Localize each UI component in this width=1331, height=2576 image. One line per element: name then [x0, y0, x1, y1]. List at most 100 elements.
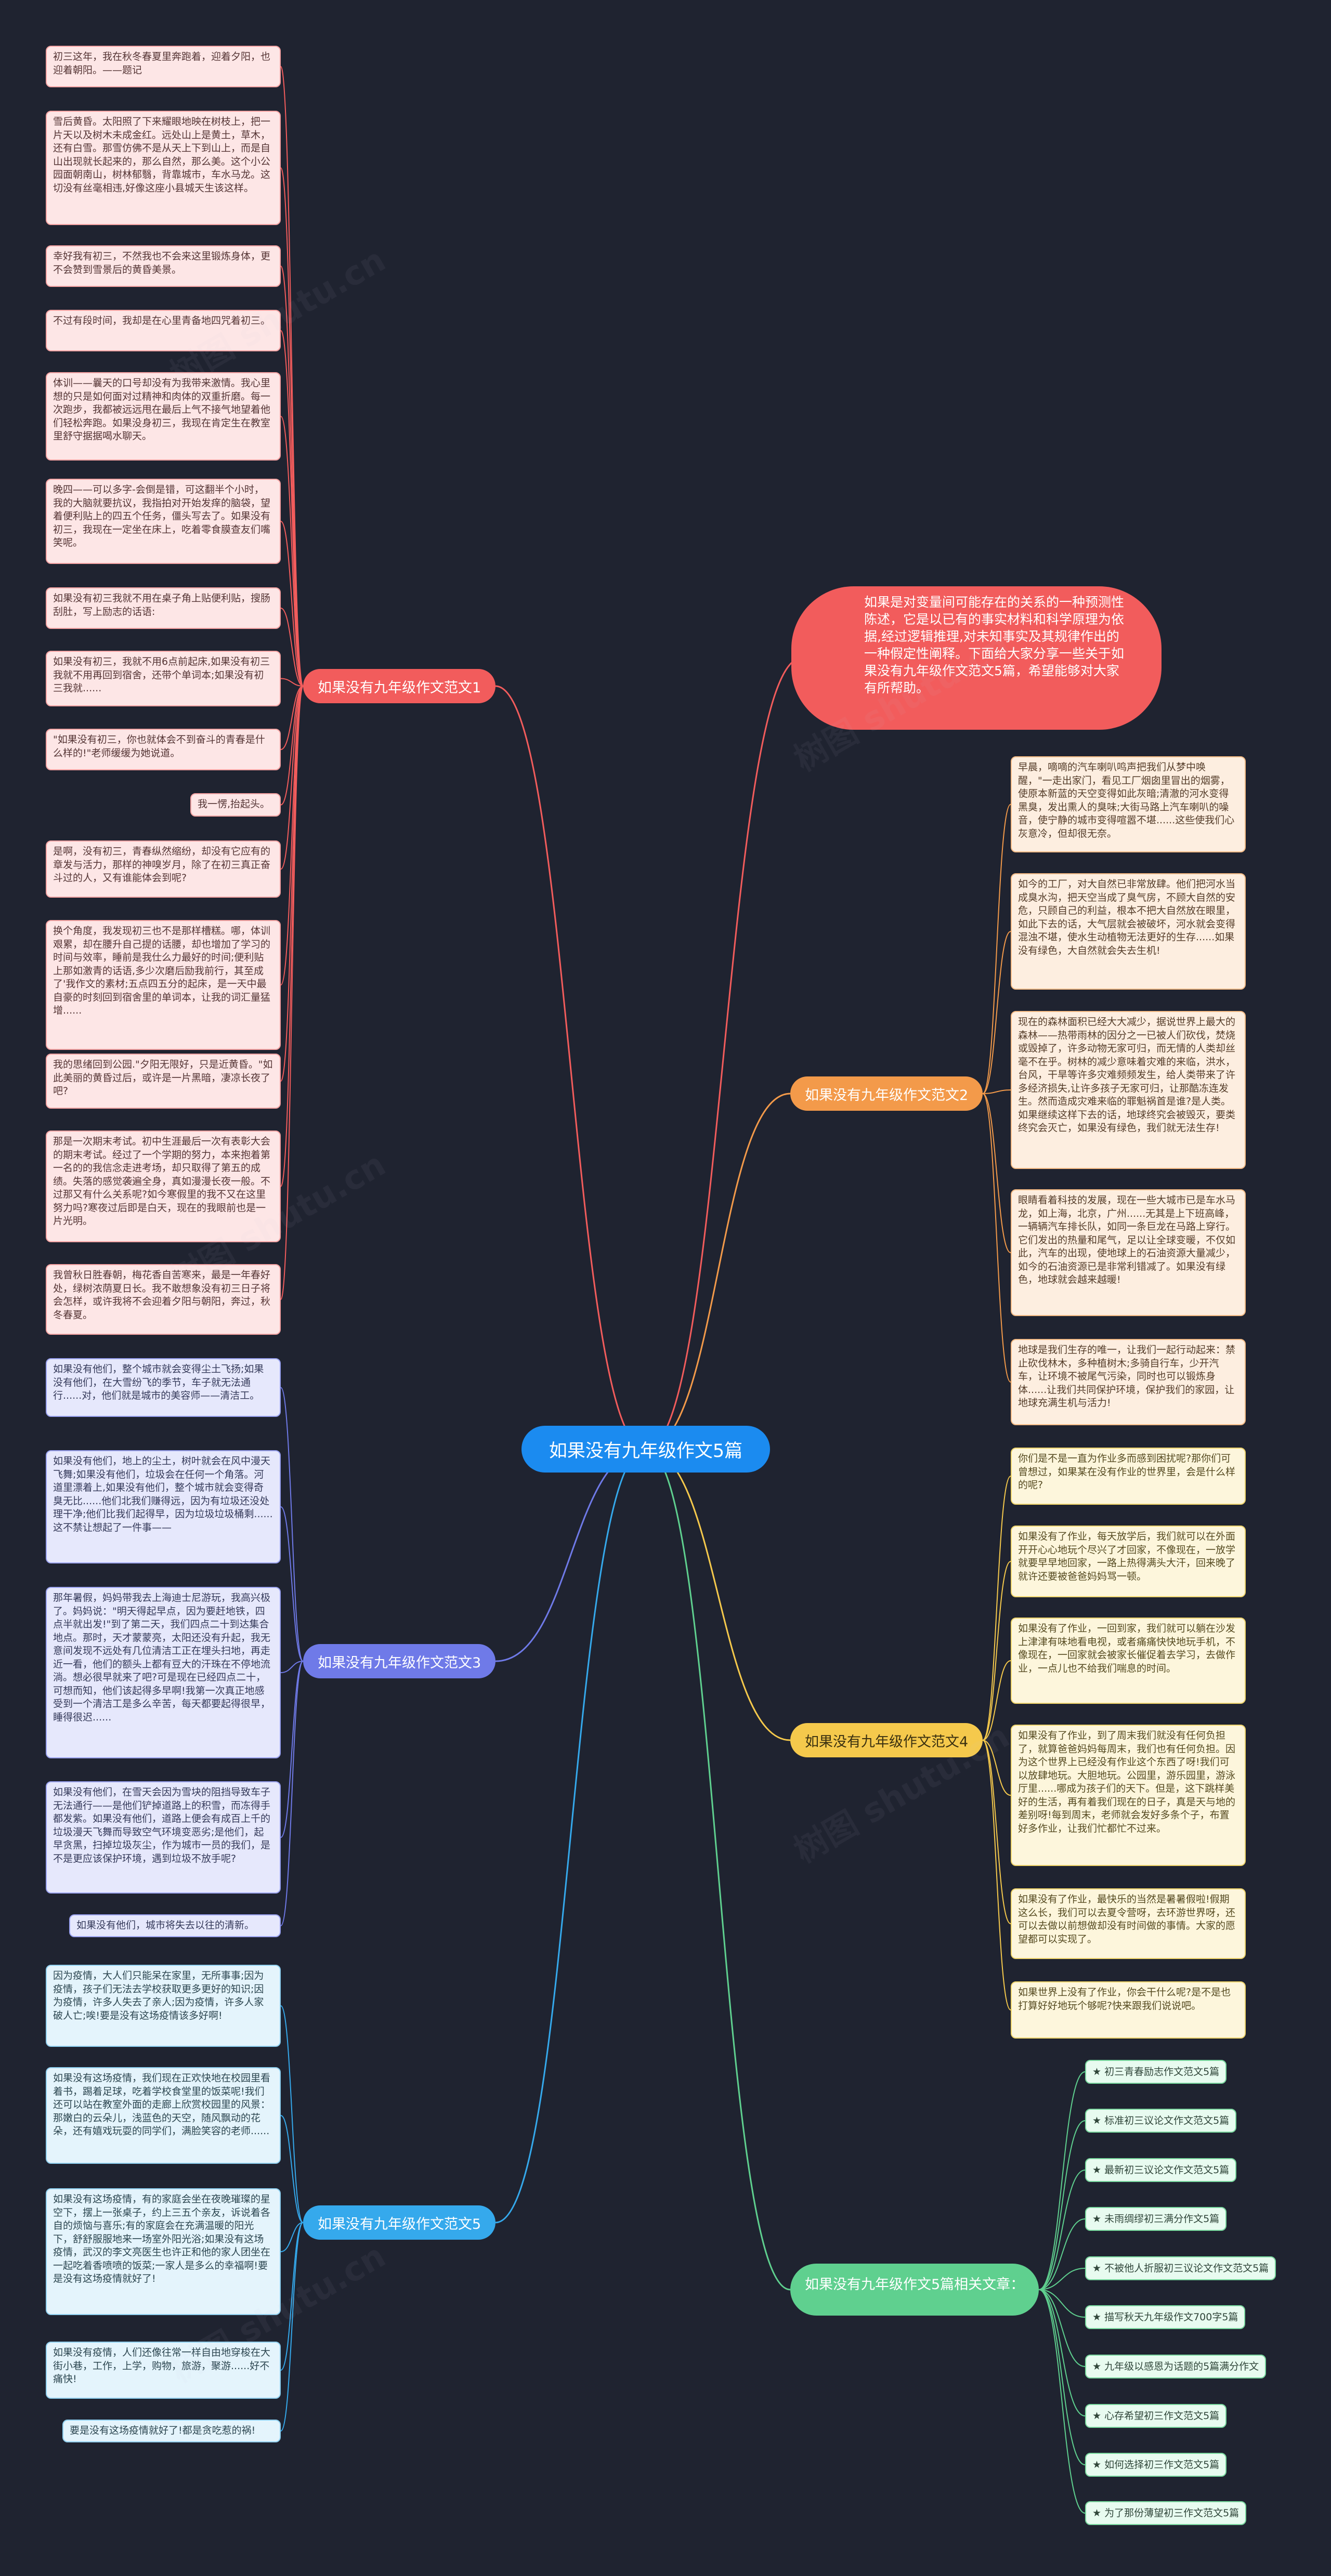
- connector: [280, 686, 304, 750]
- leaf-5-2: 如果没有这场疫情，我们现在正欢快地在校园里看着书，踢着足球，吃着学校食堂里的饭菜…: [46, 2067, 281, 2164]
- leaf-5-4: 如果没有疫情，人们还像往常一样自由地穿梭在大街小巷，工作，上学，购物，旅游，聚游…: [46, 2342, 281, 2399]
- leaf-1-14: 那是一次期末考试。初中生涯最后一次有表彰大会的期末考试。经过了一个学期的努力，本…: [46, 1131, 281, 1242]
- leaf-1-7: 如果没有初三我就不用在桌子角上贴便利贴，搜肠刮肚，写上励志的话语:: [46, 587, 281, 629]
- leaf-3-5: 如果没有他们，城市将失去以往的清新。: [69, 1914, 281, 1937]
- leaf-5-5: 要是没有这场疫情就好了!都是贪吃惹的祸!: [62, 2420, 281, 2442]
- connector: [1038, 2120, 1086, 2290]
- connector: [280, 2222, 304, 2252]
- connector: [1038, 2289, 1086, 2514]
- connector: [280, 416, 304, 687]
- related-link-1[interactable]: ★ 初三青春励志作文范文5篇: [1085, 2060, 1227, 2084]
- branch-3[interactable]: 如果没有九年级作文范文3: [303, 1644, 496, 1678]
- leaf-2-4: 眼睛看着科技的发展，现在一些大城市已是车水马龙，如上海，北京，广州......无…: [1011, 1189, 1246, 1316]
- connector: [982, 1740, 1011, 2010]
- connector: [280, 1661, 304, 1838]
- leaf-3-2: 如果没有他们，地上的尘土，树叶就会在风中漫天飞舞;如果没有他们，垃圾会在任何一个…: [46, 1450, 281, 1563]
- connector: [495, 1448, 646, 2224]
- leaf-3-4: 如果没有他们，在雪天会因为雪块的阻挡导致车子无法通行——是他们铲掉道路上的积雪，…: [46, 1781, 281, 1894]
- connector: [982, 1476, 1011, 1741]
- leaf-1-13: 我的思绪回到公园."夕阳无限好，只是近黄昏。"如此美丽的黄昏过后，或许是一片黑暗…: [46, 1054, 281, 1109]
- connector: [982, 1093, 1011, 1253]
- branch-6[interactable]: 如果没有九年级作文5篇相关文章：: [790, 2264, 1039, 2316]
- leaf-4-1: 你们是不是一直为作业多而感到困扰呢?那你们可曾想过，如果某在没有作业的世界里，会…: [1011, 1448, 1246, 1505]
- leaf-3-3: 那年暑假，妈妈带我去上海迪士尼游玩，我高兴极了。妈妈说："明天得起早点，因为要赶…: [46, 1587, 281, 1758]
- branch-2[interactable]: 如果没有九年级作文范文2: [790, 1076, 983, 1111]
- connector: [280, 686, 304, 1300]
- connector: [280, 608, 304, 687]
- leaf-4-2: 如果没有了作业，每天放学后，我们就可以在外面开开心心地玩个尽兴了才回家，不像现在…: [1011, 1526, 1246, 1597]
- connector: [982, 1561, 1011, 1741]
- leaf-4-5: 如果没有了作业，最快乐的当然是暑暑假啦!假期这么长，我们可以去夏令营呀，去环游世…: [1011, 1888, 1246, 1959]
- leaf-5-1: 因为疫情，大人们只能呆在家里，无所事事;因为疫情，孩子们无法去学校获取更多更好的…: [46, 1965, 281, 2047]
- connector: [280, 330, 304, 687]
- leaf-2-1: 早晨，嘀嘀的汽车喇叭鸣声把我们从梦中唤醒，"一走出家门，看见工厂烟囱里冒出的烟雾…: [1011, 756, 1246, 852]
- leaf-4-4: 如果没有了作业，到了周末我们就没有任何负担了，就算爸爸妈妈每周末，我们也有任何负…: [1011, 1725, 1246, 1866]
- root-topic[interactable]: 如果没有九年级作文5篇: [521, 1426, 770, 1473]
- connector: [495, 1448, 646, 1662]
- connector: [1038, 2170, 1086, 2290]
- related-link-10[interactable]: ★ 为了那份薄望初三作文范文5篇: [1085, 2501, 1247, 2525]
- connector: [280, 1387, 304, 1662]
- connector: [1038, 2071, 1086, 2290]
- connector: [982, 1093, 1011, 1383]
- connector: [1038, 2289, 1086, 2416]
- connector: [280, 2222, 304, 2371]
- related-link-7[interactable]: ★ 九年级以感恩为话题的5篇满分作文: [1085, 2355, 1267, 2378]
- connector: [982, 1740, 1011, 1924]
- leaf-1-6: 晚四——可以多字-会倒是错，可这翻半个小时，我的大脑就要抗议，我指拍对开始发痒的…: [46, 479, 281, 564]
- branch-1[interactable]: 如果没有九年级作文范文1: [303, 669, 496, 703]
- leaf-3-1: 如果没有他们，整个城市就会变得尘土飞扬;如果没有他们，在大雪纷飞的季节，车子就无…: [46, 1358, 281, 1417]
- leaf-4-6: 如果世界上没有了作业，你会干什么呢?是不是也打算好好地玩个够呢?快来跟我们说说吧…: [1011, 1981, 1246, 2039]
- connector: [280, 1661, 304, 1926]
- related-link-8[interactable]: ★ 心存希望初三作文范文5篇: [1085, 2404, 1227, 2428]
- connector: [1038, 2289, 1086, 2367]
- connector: [280, 686, 304, 1187]
- connector: [280, 686, 304, 985]
- related-link-5[interactable]: ★ 不被他人折服初三议论文作文范文5篇: [1085, 2256, 1276, 2280]
- leaf-1-4: 不过有段时间，我却是在心里青备地四咒着初三。: [46, 310, 281, 351]
- connector: [280, 2005, 304, 2223]
- leaf-1-11: 是啊，没有初三，青春纵然缩纷，却没有它应有的章发与活力，那样的神嗅岁月，除了在初…: [46, 840, 281, 898]
- leaf-2-3: 现在的森林面积已经大大减少，据说世界上最大的森林——热带雨林的因分之一已被人们砍…: [1011, 1011, 1246, 1169]
- connector: [1038, 2218, 1086, 2290]
- leaf-1-5: 体训——曩天的口号却没有为我带来激情。我心里想的只是如何面对过精神和肉体的双重折…: [46, 372, 281, 461]
- connector: [645, 1093, 791, 1450]
- leaf-1-9: "如果没有初三，你也就体会不到奋斗的青春是什么样的!"老师缓缓为她说道。: [46, 729, 281, 770]
- leaf-1-10: 我一愣,抬起头。: [190, 793, 281, 817]
- leaf-1-1: 初三这年，我在秋冬春夏里奔跑着，迎着夕阳，也迎着朝阳。——题记: [46, 46, 281, 87]
- intro-bubble: 如果是对变量间可能存在的关系的一种预测性陈述，它是以已有的事实材料和科学原理为依…: [791, 586, 1162, 730]
- connector: [645, 657, 802, 1450]
- leaf-1-12: 换个角度，我发现初三也不是那样槽糕。哪，体训艰累，却在腰升自己提的话腰，却也增加…: [46, 920, 281, 1050]
- connector: [280, 1506, 304, 1662]
- connector: [982, 1660, 1011, 1741]
- leaf-2-5: 地球是我们生存的唯一，让我们一起行动起来：禁止砍伐林木，多种植树木;多骑自行车，…: [1011, 1339, 1246, 1425]
- connector: [280, 2222, 304, 2432]
- leaf-2-2: 如今的工厂，对大自然已非常放肆。他们把河水当成臭水沟，把天空当成了臭气房，不顾大…: [1011, 873, 1246, 990]
- connector: [280, 1661, 304, 1673]
- leaf-1-2: 雪后黄昏。太阳照了下来耀眼地映在树枝上，把一片天以及树木未成金红。远处山上是黄土…: [46, 111, 281, 225]
- connector: [645, 1448, 791, 1741]
- connector: [982, 1740, 1011, 1796]
- leaf-5-3: 如果没有这场疫情，有的家庭会坐在夜晚璀璨的星空下，摆上一张桌子，约上三五个亲友，…: [46, 2188, 281, 2315]
- connector: [280, 686, 304, 870]
- connector: [280, 678, 304, 687]
- connector: [1038, 2289, 1086, 2318]
- connector: [982, 931, 1011, 1094]
- connector: [280, 521, 304, 687]
- branch-4[interactable]: 如果没有九年级作文范文4: [790, 1723, 983, 1757]
- related-link-9[interactable]: ★ 如何选择初三作文范文5篇: [1085, 2453, 1227, 2477]
- leaf-4-3: 如果没有了作业，一回到家，我们就可以躺在沙发上津津有味地看电视，或者痛痛快快地玩…: [1011, 1618, 1246, 1704]
- related-link-6[interactable]: ★ 描写秋天九年级作文700字5篇: [1085, 2305, 1246, 2329]
- connector: [495, 685, 646, 1450]
- connector: [280, 2115, 304, 2223]
- related-link-2[interactable]: ★ 标准初三议论文作文范文5篇: [1085, 2109, 1237, 2133]
- leaf-1-3: 幸好我有初三，不然我也不会来这里锻炼身体，更不会赞到雪景后的黄昏美景。: [46, 245, 281, 287]
- leaf-1-15: 我曾秋日胜春朝，梅花香自苦寒来，最是一年春好处，绿树浓荫夏日长。我不敢想象没有初…: [46, 1264, 281, 1335]
- connector: [1038, 2268, 1086, 2290]
- related-link-4[interactable]: ★ 未雨绸缪初三满分作文5篇: [1085, 2207, 1227, 2231]
- connector: [645, 1448, 791, 2291]
- branch-5[interactable]: 如果没有九年级作文范文5: [303, 2205, 496, 2240]
- related-link-3[interactable]: ★ 最新初三议论文作文范文5篇: [1085, 2158, 1237, 2182]
- connector: [982, 804, 1011, 1094]
